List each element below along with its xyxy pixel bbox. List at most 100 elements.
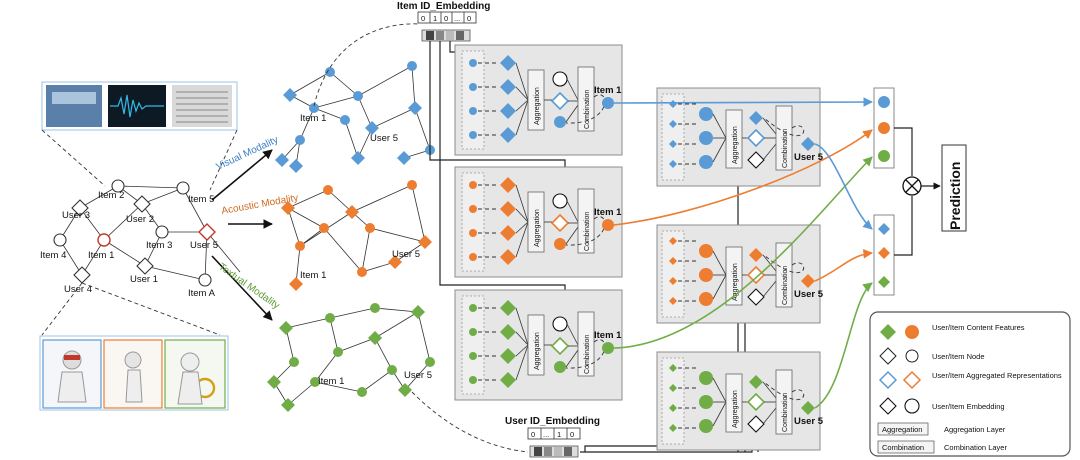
legend-aggregated: User/Item Aggregated Representations <box>932 371 1062 380</box>
aggregated-representation <box>550 336 570 356</box>
combination-label: Combination <box>782 129 789 168</box>
aggregation-label: Aggregation <box>732 390 739 428</box>
user5-output-label: User 5 <box>794 416 824 427</box>
user-feature-dot <box>669 297 677 305</box>
prediction-label: Prediction <box>947 162 963 230</box>
user-feature-diamond <box>500 225 516 241</box>
combination-label: Combination <box>584 212 591 251</box>
item1-output-label: Item 1 <box>594 85 622 96</box>
label-user2: User 2 <box>126 214 154 225</box>
user-feature-node <box>749 248 763 262</box>
aggregated-representation <box>550 91 570 111</box>
prediction-box <box>941 144 967 232</box>
item4-node <box>53 233 67 247</box>
item-id-embedding: Item ID_Embedding 0 1 0 ... 0 <box>397 1 490 42</box>
user-feature-node <box>749 111 763 125</box>
text-thumbnail <box>172 85 232 127</box>
aggregated-representation <box>746 392 766 412</box>
label-user4: User 4 <box>64 284 92 295</box>
user-feature-diamond <box>500 127 516 143</box>
flow-acoustic <box>814 249 873 282</box>
item-neighbor-node <box>699 155 713 169</box>
feature-dot <box>469 376 477 384</box>
modality-textual: Textual Modality <box>216 261 281 311</box>
video-thumbnail <box>46 85 102 127</box>
label-item1: Item 1 <box>88 250 114 261</box>
label-user3: User 3 <box>62 210 90 221</box>
user-feature-dot <box>669 384 677 392</box>
legend-node: User/Item Node <box>932 352 985 361</box>
user4-node <box>73 266 91 284</box>
item-neighbor-node <box>699 371 713 385</box>
aggregation-label: Aggregation <box>534 332 541 370</box>
item1-output-label: Item 1 <box>594 330 622 341</box>
item-neighbor-node <box>699 131 713 145</box>
user-feature-diamond <box>500 201 516 217</box>
item-neighbor-node <box>699 395 713 409</box>
user-item-graph: Item 2 Item 5 User 3 User 2 Item 3 User … <box>39 81 241 411</box>
item5-node <box>176 181 190 195</box>
textual-label-user5: User 5 <box>404 370 432 381</box>
acoustic-label-item1: Item 1 <box>300 270 326 281</box>
media-thumbnails-top <box>41 81 238 131</box>
svg-text:0: 0 <box>531 430 535 439</box>
item2-node <box>111 179 125 193</box>
user-feature-diamond <box>500 324 516 340</box>
visual-label-item1: Item 1 <box>300 113 326 124</box>
user-feature-diamond <box>500 372 516 388</box>
user1-node <box>136 257 154 275</box>
user2-node <box>133 195 151 213</box>
flow-visual <box>814 143 873 230</box>
feature-dot <box>469 304 477 312</box>
svg-text:0: 0 <box>467 14 471 23</box>
item-feature-node <box>554 361 566 373</box>
svg-text:0: 0 <box>421 14 425 23</box>
modality-visual: Visual Modality <box>215 134 280 172</box>
label-user5: User 5 <box>190 240 218 251</box>
user-feature-dot <box>669 140 677 148</box>
item-neighbor-node <box>699 419 713 433</box>
item1-output-node <box>602 219 614 231</box>
label-item5: Item 5 <box>188 194 214 205</box>
user5-output-node <box>801 137 815 151</box>
user-feature-dot <box>669 120 677 128</box>
item-embedding-node <box>552 71 568 87</box>
feature-dot <box>469 107 477 115</box>
user5-node <box>198 223 216 241</box>
visual-label-user5: User 5 <box>370 133 398 144</box>
item-neighbor-node <box>699 292 713 306</box>
feature-dot <box>469 83 477 91</box>
svg-text:...: ... <box>454 14 460 23</box>
item-feature-node <box>554 238 566 250</box>
feature-dot <box>469 205 477 213</box>
user-embedding-node <box>747 151 765 169</box>
legend: User/Item Content Features User/Item Nod… <box>869 311 1071 457</box>
user-feature-diamond <box>500 348 516 364</box>
aggregation-label: Aggregation <box>534 87 541 125</box>
item3-node <box>155 225 169 239</box>
user-embedding-node <box>747 288 765 306</box>
user-feature-diamond <box>500 55 516 71</box>
user-feature-diamond <box>500 300 516 316</box>
legend-content: User/Item Content Features <box>932 323 1025 332</box>
output-stack: Prediction <box>873 87 967 296</box>
legend-combination-desc: Combination Layer <box>944 443 1007 452</box>
legend-embedding: User/Item Embedding <box>932 402 1005 411</box>
svg-text:1: 1 <box>557 430 561 439</box>
label-item4: Item 4 <box>40 250 66 261</box>
label-itemA: Item A <box>188 288 216 299</box>
item-id-embedding-title: Item ID_Embedding <box>397 1 490 12</box>
itemA-node <box>198 273 212 287</box>
aggregated-representation <box>746 128 766 148</box>
user-feature-diamond <box>500 177 516 193</box>
user3-node <box>71 199 89 217</box>
label-user1: User 1 <box>130 274 158 285</box>
combination-label: Combination <box>782 393 789 432</box>
combination-label: Combination <box>584 90 591 129</box>
flow-textual <box>814 282 873 409</box>
flow-lines <box>613 97 873 409</box>
user-feature-dot <box>669 237 677 245</box>
